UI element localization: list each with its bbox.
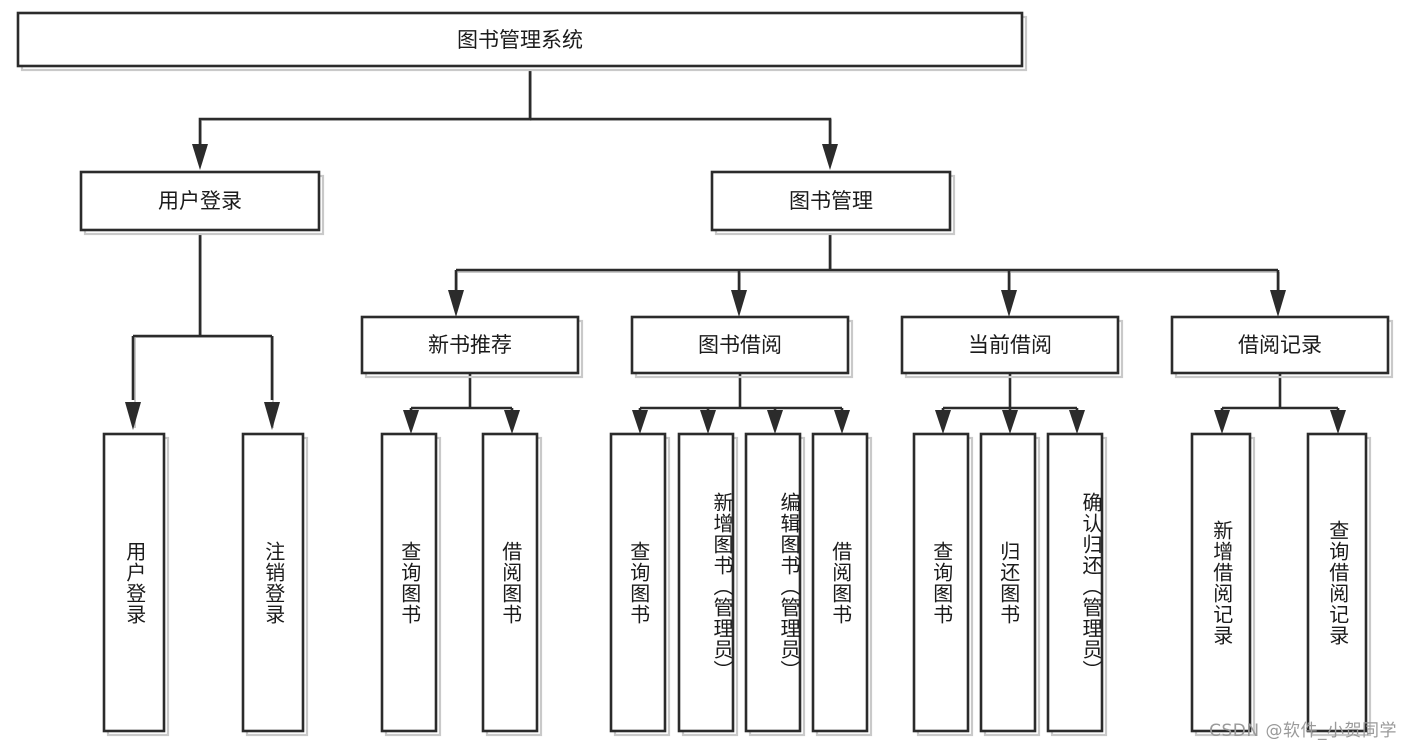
node-root[interactable]: 图书管理系统 xyxy=(16,11,1028,72)
node-current-borrow[interactable]: 当前借阅 xyxy=(900,315,1124,379)
leaf-node-borrow-book-borrow[interactable] xyxy=(811,432,873,737)
leaf-node-user-login[interactable] xyxy=(102,432,170,737)
leaf-node-add-book-admin[interactable] xyxy=(677,432,739,737)
connector-bookmgmt-to-level2 xyxy=(448,234,1286,317)
node-new-book-recommend[interactable]: 新书推荐 xyxy=(360,315,584,379)
leaf-node-borrow-book-newbook[interactable] xyxy=(481,432,543,737)
node-root-label: 图书管理系统 xyxy=(457,28,583,52)
leaf-node-logout[interactable] xyxy=(241,432,309,737)
leaf-node-add-borrow-record[interactable] xyxy=(1190,432,1256,737)
node-book-management[interactable]: 图书管理 xyxy=(710,170,956,236)
leaf-node-edit-book-admin[interactable] xyxy=(744,432,806,737)
node-book-management-label: 图书管理 xyxy=(789,189,873,213)
leaf-node-query-book-current[interactable] xyxy=(912,432,974,737)
node-user-login-label: 用户登录 xyxy=(158,189,242,213)
connector-currentborrow-to-leaves xyxy=(935,374,1085,434)
leaf-node-query-book-newbook[interactable] xyxy=(380,432,442,737)
leaf-node-query-borrow-record[interactable] xyxy=(1306,432,1372,737)
connector-borrowrecord-to-leaves xyxy=(1214,374,1346,434)
node-book-borrow-label: 图书借阅 xyxy=(698,333,782,357)
connector-root-to-level1 xyxy=(192,69,838,170)
node-current-borrow-label: 当前借阅 xyxy=(968,333,1052,357)
leaf-node-query-book-borrow[interactable] xyxy=(609,432,671,737)
node-borrow-record-label: 借阅记录 xyxy=(1238,333,1322,357)
csdn-watermark: CSDN @软件_小贺同学 xyxy=(1209,721,1397,741)
connector-newbook-to-leaves xyxy=(403,374,520,434)
node-new-book-recommend-label: 新书推荐 xyxy=(428,333,512,357)
node-book-borrow[interactable]: 图书借阅 xyxy=(630,315,854,379)
connector-userlogin-to-leaves xyxy=(125,234,280,430)
leaf-node-return-book[interactable] xyxy=(979,432,1041,737)
leaf-node-confirm-return-admin[interactable] xyxy=(1046,432,1108,737)
node-user-login[interactable]: 用户登录 xyxy=(79,170,325,236)
node-borrow-record[interactable]: 借阅记录 xyxy=(1170,315,1394,379)
connector-bookborrow-to-leaves xyxy=(632,374,850,434)
